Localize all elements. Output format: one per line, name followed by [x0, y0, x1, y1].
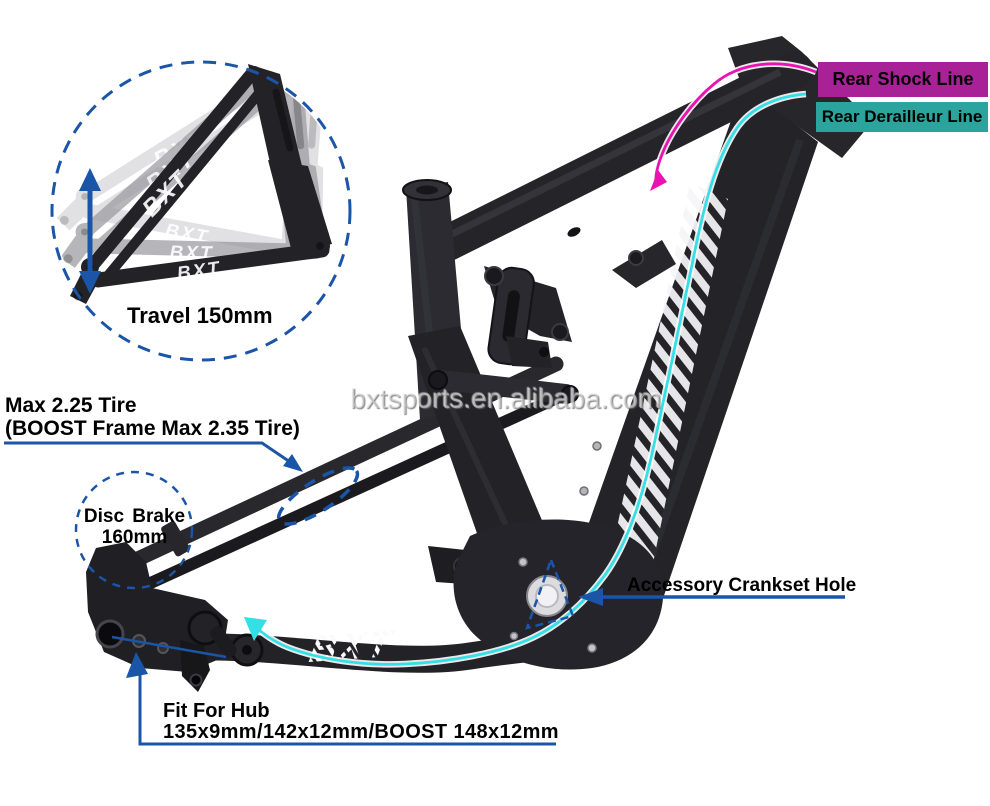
rear-shock-linkage — [428, 266, 579, 404]
top-tube — [412, 52, 813, 270]
crankset-dashed-triangle — [525, 556, 575, 630]
hub-arrow-icon — [126, 652, 148, 678]
travel-double-arrow-icon — [79, 168, 101, 294]
max-tire-annotation — [4, 441, 360, 526]
bottom-bracket-area — [453, 519, 664, 670]
crankset-annotation — [525, 556, 845, 630]
rear-shock-line — [650, 60, 818, 191]
crankset-arrow-icon — [578, 588, 603, 606]
cable-port — [567, 227, 581, 237]
hub-hole — [95, 619, 125, 649]
bottle-boss — [579, 486, 589, 496]
hub-annotation — [111, 635, 556, 746]
bottle-boss — [592, 441, 602, 451]
shock-mount-bracket — [612, 240, 676, 288]
travel-dashed-circle — [50, 60, 352, 362]
dropout-cluster — [86, 542, 237, 692]
max-tire-arrow-icon — [283, 454, 303, 472]
annotations — [4, 60, 845, 746]
magenta-arrow-icon — [650, 170, 667, 191]
cyan-arrow-icon — [244, 617, 267, 641]
disc-brake-dashed-circle — [74, 470, 194, 590]
rear-derailleur-line — [244, 90, 807, 668]
watermark: bxtsports.en.alibaba.com — [350, 383, 662, 414]
travel-inset — [50, 0, 352, 362]
